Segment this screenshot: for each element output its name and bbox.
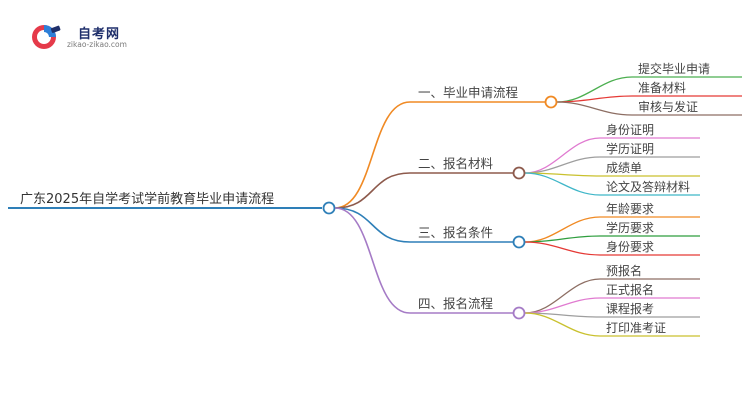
leaf-label: 论文及答辩材料 [606,179,690,194]
branch-connector [334,207,411,243]
leaf-connector [524,241,601,256]
leaf-connector [524,216,601,243]
leaf-label: 身份要求 [606,239,654,254]
leaf-label: 年龄要求 [606,202,654,216]
branch-label: 四、报名流程 [418,296,494,311]
leaf-label: 提交毕业申请 [638,61,710,76]
root-topic: 广东2025年自学考试学前教育毕业申请流程 [20,191,274,207]
branch-connector [334,172,411,209]
branch-node[interactable] [512,235,526,249]
leaf-connector [524,278,601,314]
leaf-label: 打印准考证 [606,321,666,335]
branch-connector [334,207,411,314]
logo-mark-icon [32,25,61,49]
leaf-label: 身份证明 [606,122,654,137]
branch-node[interactable] [512,166,526,180]
logo-url: zikao-zikao.com [67,40,127,49]
leaf-connector [524,312,601,337]
branch-node[interactable] [512,306,526,320]
leaf-label: 学历要求 [606,220,654,235]
branch-connector [334,101,411,209]
leaf-connector [524,172,601,196]
root-node[interactable] [322,201,336,215]
leaf-label: 学历证明 [606,141,654,156]
leaf-connector [524,137,601,174]
logo-name: 自考网 [78,27,121,42]
leaf-label: 预报名 [606,263,642,278]
leaf-label: 准备材料 [638,81,686,95]
site-logo[interactable]: 自考网 zikao-zikao.com [30,22,140,54]
leaf-connector [524,156,601,174]
leaf-connector [524,235,601,243]
leaf-connector [556,101,633,116]
leaf-label: 审核与发证 [638,99,698,114]
leaf-label: 成绩单 [606,161,642,175]
leaf-connector [556,95,633,103]
branch-node[interactable] [544,95,558,109]
branch-label: 二、报名材料 [418,156,494,171]
branch-label: 一、毕业申请流程 [418,85,519,100]
leaf-label: 正式报名 [606,282,654,297]
leaf-connector [556,76,633,103]
branch-label: 三、报名条件 [418,225,493,240]
leaf-label: 课程报考 [606,301,654,316]
